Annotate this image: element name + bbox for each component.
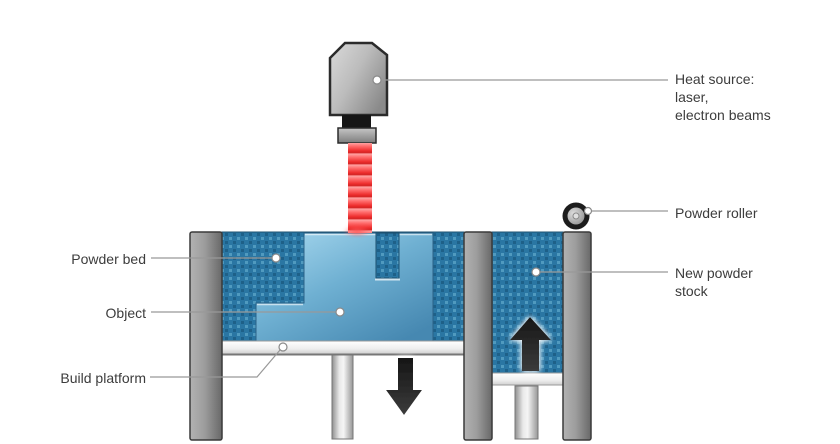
leader-build-platform bbox=[150, 349, 281, 378]
marker-build-platform bbox=[278, 342, 288, 352]
object-label: Object bbox=[105, 305, 146, 321]
new-powder-label-line2: stock bbox=[675, 283, 708, 299]
leader-lines bbox=[150, 79, 668, 378]
object-slot-powder bbox=[375, 232, 400, 279]
heat-source-neck bbox=[342, 115, 371, 128]
object-highlight-edge bbox=[257, 233, 432, 306]
marker-heat-source bbox=[372, 75, 382, 85]
laser-beam bbox=[348, 143, 372, 233]
supply-piston bbox=[514, 385, 539, 440]
new-powder-label-line1: New powder bbox=[675, 265, 753, 281]
powder-roller bbox=[562, 202, 590, 230]
heat-source-label: Heat source: laser, electron beams bbox=[675, 70, 771, 124]
build-piston bbox=[331, 354, 354, 440]
powder-roller-label: Powder roller bbox=[675, 205, 758, 221]
supply-platform bbox=[491, 372, 564, 386]
left-pillar bbox=[189, 231, 223, 441]
heat-source-collar bbox=[337, 127, 377, 144]
build-platform bbox=[221, 340, 465, 355]
marker-powder-roller bbox=[583, 206, 593, 216]
new-powder-label: New powder stock bbox=[675, 264, 753, 300]
beam-impact-glow bbox=[343, 225, 371, 237]
heat-source-label-line1: Heat source: bbox=[675, 71, 755, 87]
middle-pillar bbox=[463, 231, 493, 441]
up-arrow-icon bbox=[510, 317, 551, 371]
heat-source-device bbox=[328, 41, 389, 144]
marker-powder-bed bbox=[271, 253, 281, 263]
heat-source-label-line3: electron beams bbox=[675, 107, 771, 123]
marker-new-powder bbox=[531, 267, 541, 277]
marker-object bbox=[335, 307, 345, 317]
heat-source-body bbox=[328, 41, 389, 117]
build-platform-label: Build platform bbox=[60, 370, 146, 386]
powder-bed-label: Powder bed bbox=[71, 251, 146, 267]
marker-dots bbox=[271, 75, 593, 352]
heat-source-label-line2: laser, bbox=[675, 89, 709, 105]
down-arrow-icon bbox=[386, 358, 422, 415]
right-pillar bbox=[562, 231, 592, 441]
